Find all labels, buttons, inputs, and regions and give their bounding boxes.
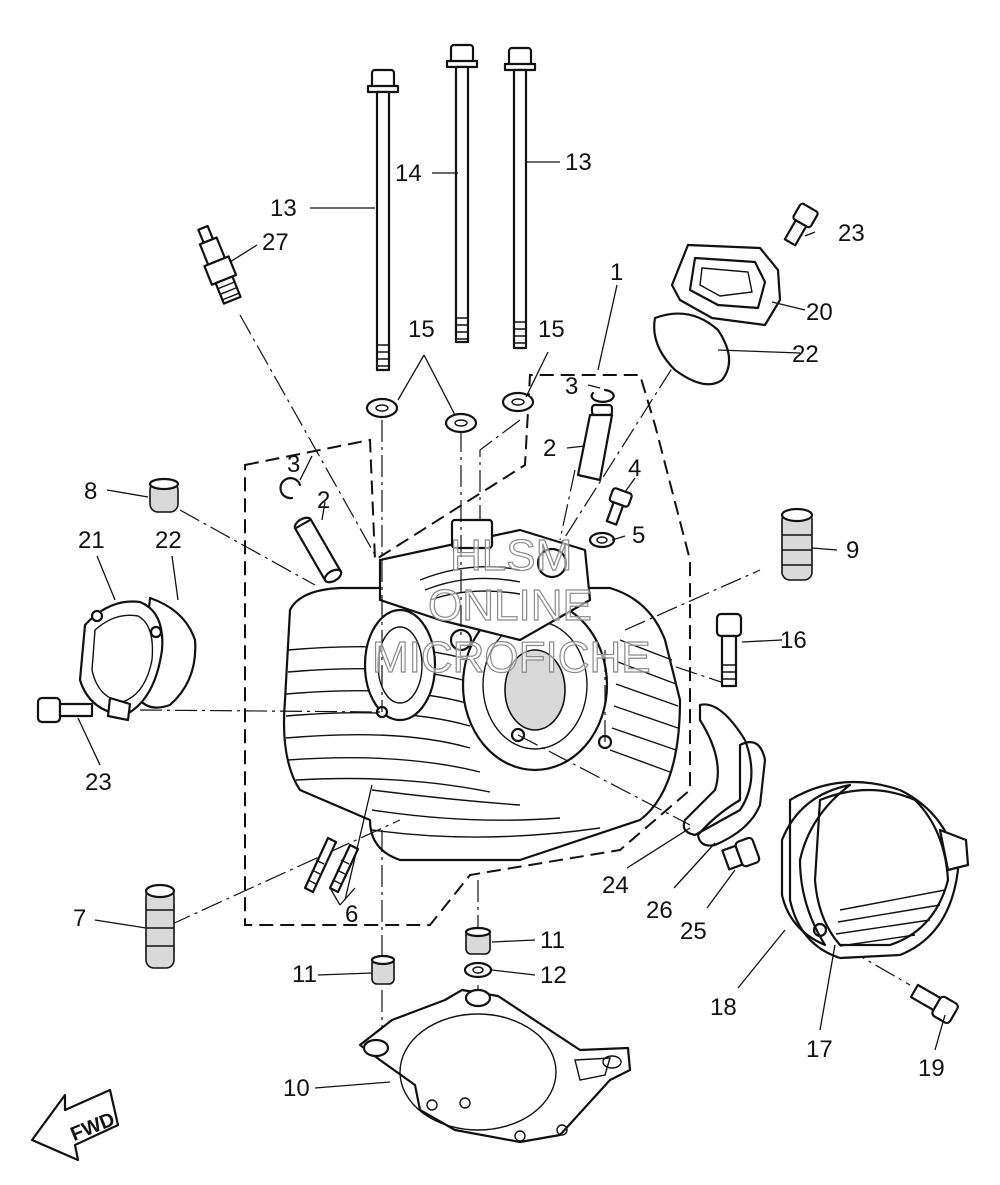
dowel-7: [144, 883, 176, 969]
head-bolt-left: [366, 68, 400, 372]
callout-4: 4: [628, 455, 641, 482]
dowel-8: [148, 477, 180, 513]
callout-20: 20: [806, 299, 833, 326]
callout-24: 24: [602, 872, 629, 899]
washer-left: [365, 397, 399, 419]
dowel-9: [780, 507, 814, 581]
callout-2-left: 2: [317, 487, 330, 514]
intake-manifold: [670, 243, 782, 327]
callout-11-left: 11: [292, 961, 317, 988]
callout-6: 6: [345, 901, 358, 928]
callout-14: 14: [395, 160, 422, 187]
valve-clip-right: [590, 388, 615, 403]
valve-guide-right: [576, 403, 614, 482]
callout-18: 18: [710, 994, 737, 1021]
bolt-16: [715, 612, 743, 688]
leader-lines: [77, 161, 946, 1089]
bolt-19: [909, 983, 959, 1025]
head-bolt-center: [445, 43, 479, 344]
callout-labels: 13 14 13 27 23 1 20 15 15 22 3 2 3 4 8 2…: [73, 149, 945, 1102]
callout-17: 17: [806, 1036, 833, 1063]
callout-23-top: 23: [838, 220, 865, 247]
watermark: HLSM ONLINE MICROFICHE: [371, 530, 651, 682]
valve-guide-left: [293, 516, 343, 584]
washer-12: [463, 961, 493, 979]
callout-27: 27: [262, 229, 289, 256]
callout-25: 25: [680, 918, 707, 945]
callout-22-top: 22: [792, 341, 819, 368]
callout-23-left: 23: [85, 769, 112, 796]
callout-15-right: 15: [538, 316, 565, 343]
fwd-direction-badge: FWD: [30, 1088, 120, 1162]
callout-3-left: 3: [287, 451, 300, 478]
washer-5: [588, 531, 616, 549]
washer-center: [444, 412, 478, 434]
assembly-boundary: [244, 374, 691, 926]
callout-3-right: 3: [565, 373, 578, 400]
callout-7: 7: [73, 905, 86, 932]
gasket-24: [682, 703, 753, 837]
watermark-line-2: ONLINE: [428, 581, 592, 630]
callout-12: 12: [540, 962, 567, 989]
callout-11-right: 11: [540, 927, 565, 954]
callout-19: 19: [918, 1055, 945, 1082]
side-gasket-17: [780, 783, 852, 947]
cylinder-head: [282, 518, 682, 862]
callout-9: 9: [846, 537, 859, 564]
bolt-4: [605, 487, 633, 526]
callout-10: 10: [283, 1075, 310, 1102]
callout-5: 5: [632, 522, 645, 549]
callout-22-left: 22: [155, 527, 182, 554]
left-cover: [78, 596, 197, 722]
callout-15-left: 15: [408, 316, 435, 343]
washer-right: [501, 391, 535, 413]
centerlines: [139, 314, 911, 1045]
valve-clip-left: [279, 477, 302, 500]
watermark-line-1: HLSM: [450, 531, 572, 580]
callout-13-left: 13: [270, 195, 297, 222]
stud-bolts: [303, 836, 360, 894]
callout-8: 8: [84, 478, 97, 505]
head-bolt-right: [503, 46, 537, 350]
callout-26: 26: [646, 897, 673, 924]
bolt-23-top: [783, 202, 819, 247]
dowel-11-right: [464, 926, 492, 955]
bolt-25: [721, 836, 761, 871]
callout-21: 21: [78, 527, 105, 554]
callout-13-right: 13: [565, 149, 592, 176]
head-gasket: [358, 988, 632, 1144]
bolt-23-left: [36, 696, 94, 724]
callout-1: 1: [610, 259, 623, 286]
o-ring-22-top: [653, 312, 731, 386]
watermark-line-3: MICROFICHE: [372, 633, 651, 682]
callout-2-right: 2: [543, 435, 556, 462]
spark-plug: [197, 224, 242, 305]
side-cover: [788, 780, 970, 960]
callout-16: 16: [780, 627, 807, 654]
gasket-26: [696, 741, 767, 847]
dowel-11-left: [370, 954, 396, 985]
